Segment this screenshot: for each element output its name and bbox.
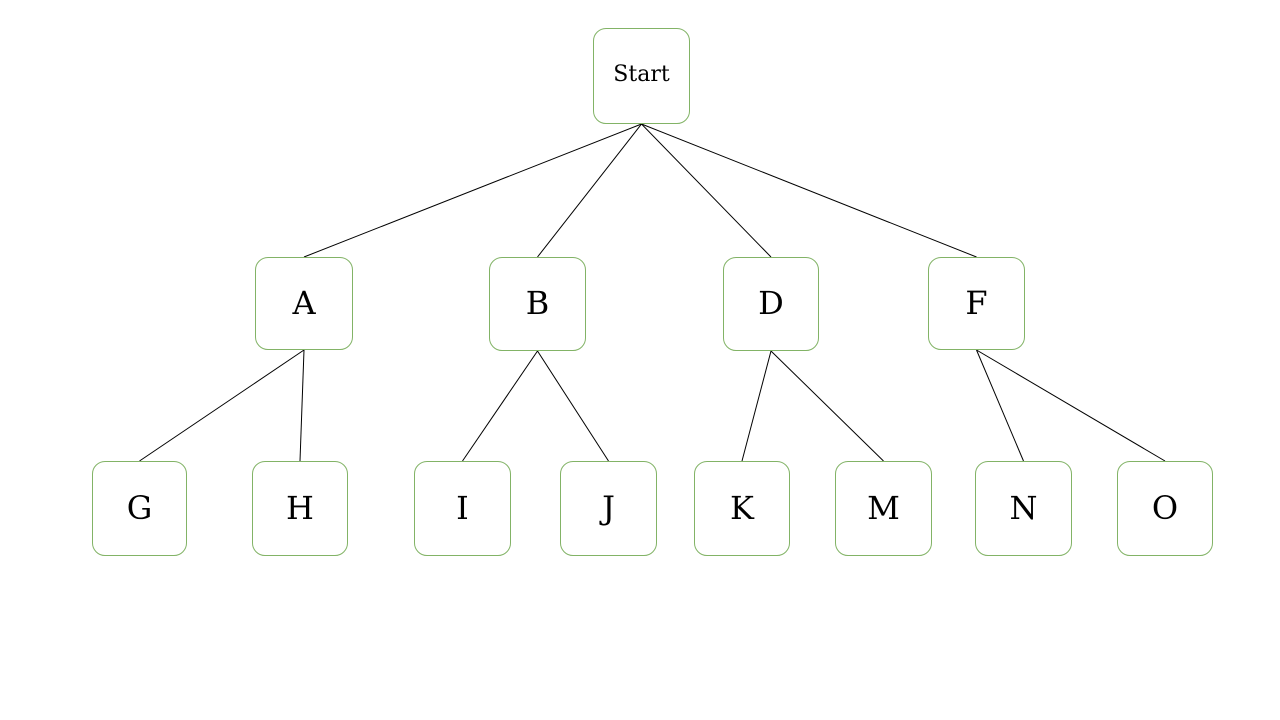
node-I[interactable]: I bbox=[414, 461, 511, 556]
edge-start-A bbox=[303, 123, 642, 258]
node-label-K: K bbox=[730, 488, 754, 527]
edge-A-H bbox=[299, 349, 305, 462]
node-K[interactable]: K bbox=[694, 461, 790, 556]
edge-start-D bbox=[641, 123, 772, 258]
node-label-A: A bbox=[292, 283, 316, 322]
node-F[interactable]: F bbox=[928, 257, 1025, 350]
node-O[interactable]: O bbox=[1117, 461, 1213, 556]
node-label-O: O bbox=[1151, 488, 1179, 527]
node-N[interactable]: N bbox=[975, 461, 1072, 556]
node-label-F: F bbox=[965, 283, 988, 322]
node-J[interactable]: J bbox=[560, 461, 657, 556]
node-A[interactable]: A bbox=[255, 257, 353, 350]
node-G[interactable]: G bbox=[92, 461, 187, 556]
node-M[interactable]: M bbox=[835, 461, 932, 556]
node-label-I: I bbox=[456, 488, 469, 527]
node-label-G: G bbox=[126, 488, 153, 527]
edge-B-J bbox=[537, 350, 609, 462]
edge-B-I bbox=[462, 350, 538, 462]
edge-start-B bbox=[537, 123, 642, 258]
node-H[interactable]: H bbox=[252, 461, 348, 556]
node-B[interactable]: B bbox=[489, 257, 586, 351]
node-label-N: N bbox=[1009, 488, 1038, 527]
edge-D-K bbox=[741, 350, 772, 462]
node-label-D: D bbox=[758, 284, 784, 322]
edge-F-O bbox=[976, 349, 1166, 462]
node-label-J: J bbox=[602, 488, 615, 527]
edge-F-N bbox=[976, 349, 1024, 462]
node-start[interactable]: Start bbox=[593, 28, 690, 124]
edge-A-G bbox=[139, 349, 305, 462]
node-D[interactable]: D bbox=[723, 257, 819, 351]
node-label-M: M bbox=[867, 488, 900, 527]
node-label-start: Start bbox=[613, 62, 670, 87]
node-label-H: H bbox=[286, 488, 314, 527]
edge-D-M bbox=[770, 350, 884, 462]
edge-start-F bbox=[641, 123, 977, 258]
node-label-B: B bbox=[525, 284, 550, 322]
